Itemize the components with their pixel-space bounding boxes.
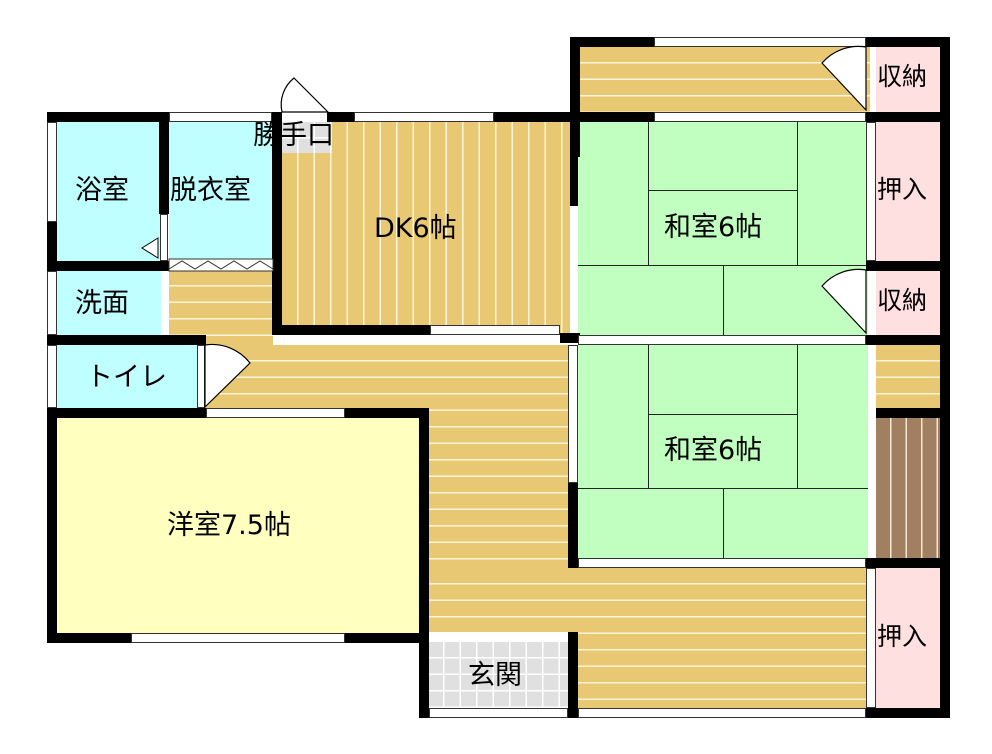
wall [566,708,580,718]
window [866,122,876,261]
wall [866,112,950,122]
wall [570,112,654,122]
wall [419,708,431,718]
label-dressing: 脱衣室 [170,175,251,206]
room-bath [57,122,161,262]
label-washitsu-1: 和室6帖 [664,212,763,243]
wall [866,708,950,718]
wall [876,408,950,418]
label-storage-2: 収納 [877,286,928,315]
wall [47,335,206,345]
upper-corridor [580,47,870,112]
wall [866,335,950,345]
window [568,345,578,483]
wall [419,408,429,718]
wall [568,483,578,568]
window [654,37,866,47]
room-washroom [57,270,161,335]
door-swing-icon [821,268,867,335]
room-genkan [428,642,568,708]
label-genkan: 玄関 [468,660,522,691]
tatami-line [797,345,798,488]
wall [866,37,950,47]
wall [560,333,580,343]
wall [568,632,578,718]
tatami-line [648,190,798,191]
wall [940,37,950,718]
tatami-line [723,488,724,560]
label-service-entrance: 勝手口 [253,120,334,151]
wall [159,112,169,214]
window [160,214,168,261]
window [47,345,57,408]
window [131,633,345,643]
wall [866,558,950,568]
room-oshiire-1 [876,122,940,262]
wall [570,112,578,206]
door-swing-icon [821,45,867,112]
window [47,271,57,335]
hallway-upper [169,270,273,345]
wall [47,633,131,643]
label-western: 洋室7.5帖 [167,510,291,541]
wall [272,112,282,335]
window [429,708,568,718]
window [654,112,866,122]
window [578,708,866,718]
door-swing-icon [204,343,251,409]
window [578,558,866,568]
room-storage-2 [876,270,940,335]
room-dk [282,122,570,335]
wall [47,261,169,271]
room-toilet [57,345,197,408]
wall [494,112,580,122]
wall [345,633,429,643]
wall [345,408,429,418]
wall [47,112,169,122]
wall [570,37,580,157]
genkan-step [428,632,568,642]
tatami-line [648,414,798,415]
label-oshiire-2: 押入 [877,622,928,651]
wall [866,261,950,271]
right-landing [876,345,940,408]
window [354,112,494,122]
tatami-line [648,122,649,265]
window [47,122,57,222]
door-swing-icon [280,77,330,113]
room-western [57,418,419,636]
tatami-line [797,122,798,265]
label-dk: DK6帖 [374,213,457,244]
room-oshiire-2 [876,568,940,708]
room-dressing [169,122,273,262]
label-bath: 浴室 [75,175,129,206]
label-storage-1: 収納 [877,62,928,91]
window [206,408,345,418]
hallway-middle [428,345,570,575]
wall [570,37,654,47]
staircase [876,418,940,558]
room-storage-1 [876,47,940,112]
door-swing-icon [141,237,159,259]
service-entrance-floor [282,122,332,153]
window [578,335,866,345]
wall [327,112,354,122]
wall [272,325,430,335]
wall [47,408,206,418]
folding-door-icon [168,258,274,272]
label-washitsu-2: 和室6帖 [664,435,763,466]
tatami-line [723,265,724,335]
label-oshiire-1: 押入 [877,175,928,204]
window [197,345,205,408]
label-toilet: トイレ [86,362,167,393]
window [430,325,560,335]
window [169,112,272,122]
tatami-line [648,345,649,488]
window [866,568,876,708]
label-washroom: 洗面 [75,288,129,319]
